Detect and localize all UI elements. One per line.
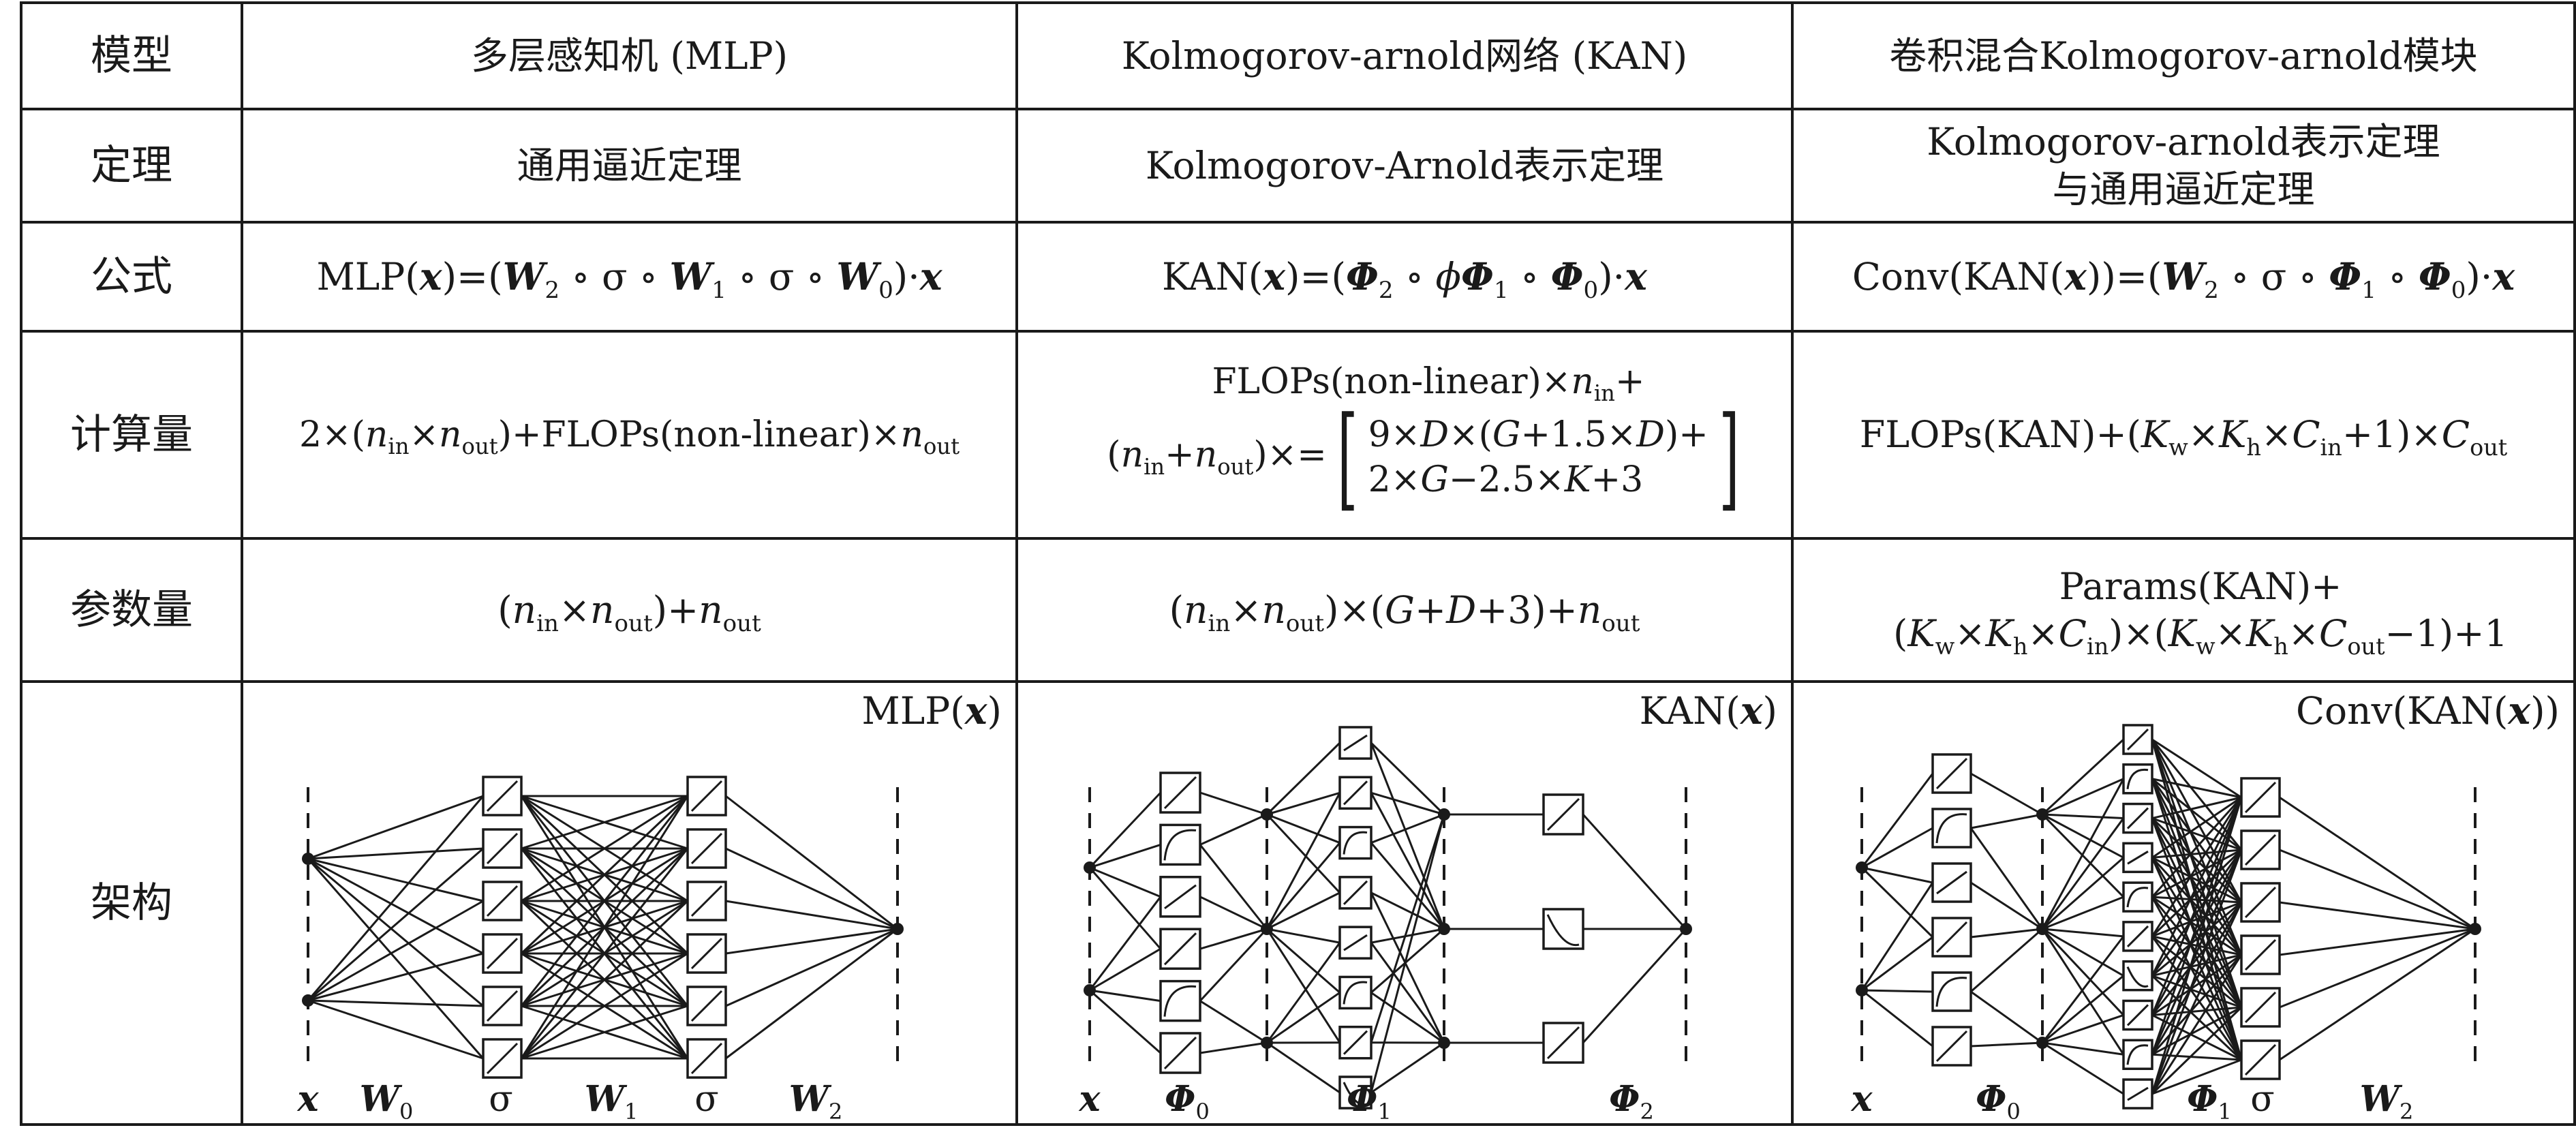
kan-layer2-node — [1438, 808, 1450, 821]
kan-phi2-node — [1542, 908, 1584, 950]
conv-theorem-line1: Kolmogorov-arnold表示定理 — [1927, 119, 2440, 164]
mlp-label-x: x — [296, 1078, 319, 1120]
mlp-formula: MLP(x)=(W2 ∘ σ ∘ W1 ∘ σ ∘ W0)·x — [241, 221, 1018, 333]
kan-layer1-node — [1261, 923, 1273, 935]
mlp-arch-title: MLP(x) — [861, 688, 1002, 733]
conv-label-w2: W2 — [2360, 1078, 2414, 1121]
conv-layer1-node — [2036, 923, 2049, 935]
row-theorem: 定理 通用逼近定理 Kolmogorov-Arnold表示定理 Kolmogor… — [20, 108, 2576, 224]
kan-layer2-node — [1438, 923, 1450, 935]
conv-edges — [1860, 738, 2476, 1095]
conv-arch-diagram: x Φ0 Φ1 σ W2 — [1850, 724, 2481, 1121]
row-label-model: 模型 — [20, 1, 243, 110]
row-label-arch: 架构 — [20, 680, 243, 1126]
kan-theorem: Kolmogorov-Arnold表示定理 — [1015, 108, 1794, 224]
kan-compute: FLOPs(non-linear)×nin+ (nin+nout)×=[9×D×… — [1015, 330, 1794, 540]
row-arch: 架构 MLP(x) x W0 σ W1 σ W2 — [20, 680, 2576, 1126]
mlp-nodes — [302, 776, 904, 1079]
kan-formula: KAN(x)=(Φ2 ∘ ϕΦ1 ∘ Φ0)·x — [1015, 221, 1794, 333]
comparison-table: 模型 多层感知机 (MLP) Kolmogorov-arnold网络 (KAN)… — [20, 1, 2576, 1126]
mlp-input-node — [302, 994, 314, 1007]
mlp-label-sigma1: σ — [489, 1079, 513, 1120]
kan-output-node — [1680, 923, 1692, 935]
conv-input-node — [1856, 861, 1868, 874]
mlp-label-w2: W2 — [789, 1078, 843, 1121]
conv-arch: Conv(KAN(x)) x Φ0 Φ1 σ W2 — [1791, 680, 2576, 1126]
kan-label-phi1: Φ1 — [1347, 1078, 1392, 1121]
kan-input-node — [1084, 984, 1096, 996]
kan-arch: KAN(x) x Φ0 Φ1 Φ2 — [1015, 680, 1794, 1126]
kan-arch-title: KAN(x) — [1639, 688, 1777, 733]
mlp-params: (nin×nout)+nout — [241, 537, 1018, 683]
kan-nodes — [1084, 726, 1692, 1110]
mlp-label-w0: W0 — [360, 1078, 414, 1121]
kan-label-x: x — [1078, 1078, 1101, 1120]
conv-label-sigma: σ — [2250, 1079, 2275, 1120]
row-params: 参数量 (nin×nout)+nout (nin×nout)×(G+D+3)+n… — [20, 537, 2576, 683]
kan-layer1-node — [1261, 808, 1273, 821]
mlp-output-node — [891, 923, 904, 935]
kan-model-name: Kolmogorov-arnold网络 (KAN) — [1015, 1, 1794, 110]
conv-theorem-line2: 与通用逼近定理 — [2052, 168, 2315, 211]
kan-label-phi0: Φ0 — [1165, 1078, 1210, 1121]
mlp-arch-diagram: x W0 σ W1 σ W2 — [296, 776, 904, 1121]
kan-label-phi2: Φ2 — [1609, 1078, 1654, 1121]
kan-arch-diagram: x Φ0 Φ1 Φ2 — [1078, 726, 1692, 1121]
kan-input-node — [1084, 861, 1096, 874]
row-label-formula: 公式 — [20, 221, 243, 333]
row-label-params: 参数量 — [20, 537, 243, 683]
conv-layer1-node — [2036, 808, 2049, 821]
conv-input-node — [1856, 984, 1868, 996]
mlp-edges — [307, 795, 898, 1060]
mlp-arch: MLP(x) x W0 σ W1 σ W2 — [241, 680, 1018, 1126]
row-label-compute: 计算量 — [20, 330, 243, 540]
conv-label-x: x — [1850, 1078, 1873, 1120]
row-model: 模型 多层感知机 (MLP) Kolmogorov-arnold网络 (KAN)… — [20, 1, 2576, 110]
row-formula: 公式 MLP(x)=(W2 ∘ σ ∘ W1 ∘ σ ∘ W0)·x KAN(x… — [20, 221, 2576, 333]
mlp-input-node — [302, 853, 314, 865]
conv-layer1-node — [2036, 1037, 2049, 1049]
kan-phi1-node — [1338, 1075, 1373, 1110]
mlp-label-sigma2: σ — [694, 1079, 719, 1120]
kan-edges — [1088, 742, 1687, 1094]
row-compute: 计算量 2×(nin×nout)+FLOPs(non-linear)×nout … — [20, 330, 2576, 540]
conv-formula: Conv(KAN(x))=(W2 ∘ σ ∘ Φ1 ∘ Φ0)·x — [1791, 221, 2576, 333]
kan-layer2-node — [1438, 1037, 1450, 1049]
mlp-compute: 2×(nin×nout)+FLOPs(non-linear)×nout — [241, 330, 1018, 540]
kan-phi1-node — [1338, 825, 1373, 860]
conv-arch-title: Conv(KAN(x)) — [2295, 688, 2560, 733]
mlp-label-w1: W1 — [585, 1078, 639, 1121]
mlp-theorem: 通用逼近定理 — [241, 108, 1018, 224]
conv-compute: FLOPs(KAN)+(Kw×Kh×Cin+1)×Cout — [1791, 330, 2576, 540]
conv-model-name: 卷积混合Kolmogorov-arnold模块 — [1791, 1, 2576, 110]
conv-params: Params(KAN)+ (Kw×Kh×Cin)×(Kw×Kh×Cout−1)+… — [1791, 537, 2576, 683]
conv-nodes — [1856, 724, 2481, 1110]
conv-label-phi1: Φ1 — [2187, 1078, 2232, 1121]
mlp-model-name: 多层感知机 (MLP) — [241, 1, 1018, 110]
row-label-theorem: 定理 — [20, 108, 243, 224]
kan-layer1-node — [1261, 1037, 1273, 1049]
conv-output-node — [2469, 923, 2481, 935]
kan-params: (nin×nout)×(G+D+3)+nout — [1015, 537, 1794, 683]
conv-theorem: Kolmogorov-arnold表示定理 与通用逼近定理 — [1791, 108, 2576, 224]
conv-label-phi0: Φ0 — [1976, 1078, 2021, 1121]
